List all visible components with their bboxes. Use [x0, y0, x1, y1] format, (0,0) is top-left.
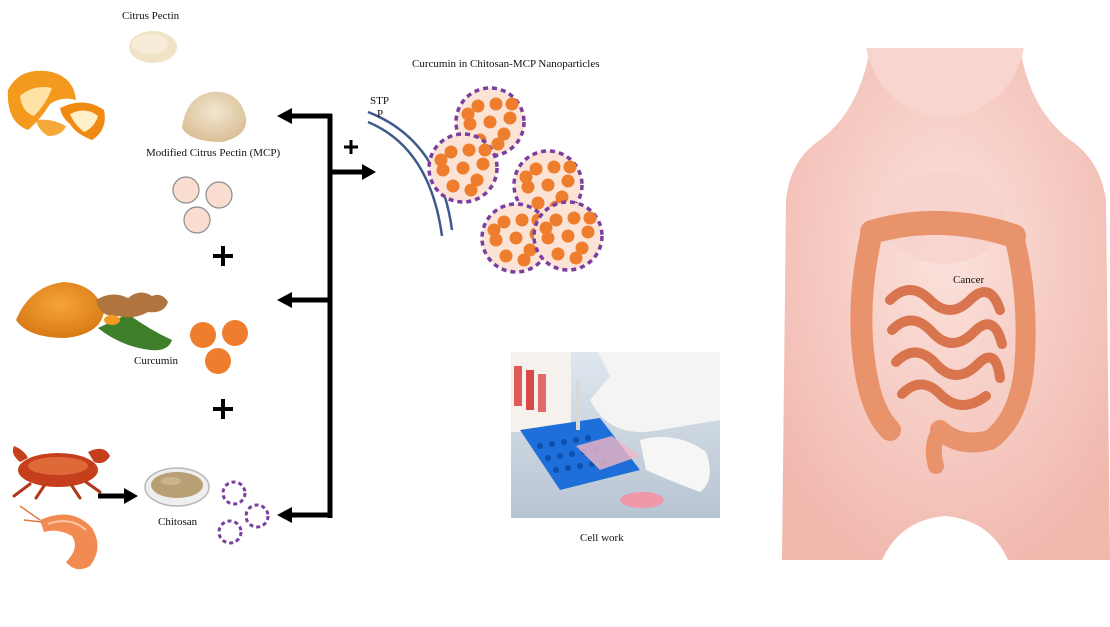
curcumin-dot	[539, 221, 553, 235]
curcumin-dot	[497, 215, 511, 229]
curcumin-dot	[489, 233, 503, 247]
label-stpp-line1: STP	[370, 95, 389, 107]
label-citrus-pectin: Citrus Pectin	[122, 10, 180, 22]
curcumin-dot	[497, 127, 511, 141]
label-stpp-line2: P	[377, 108, 384, 120]
curcumin-dot	[509, 231, 523, 245]
plus-signs	[213, 140, 358, 419]
curcumin-dot	[523, 243, 537, 257]
turmeric-icon	[16, 282, 172, 351]
curcumin-dot	[436, 163, 450, 177]
citrus-pectin-powder-icon	[129, 31, 177, 63]
curcumin-dot	[567, 211, 581, 225]
curcumin-dot	[561, 229, 575, 243]
curcumin-dot	[483, 115, 497, 129]
curcumin-dot	[575, 241, 589, 255]
mcp-beads	[172, 176, 233, 234]
label-cancer: Cancer	[953, 274, 985, 286]
curcumin-dot	[531, 196, 545, 210]
curcumin-dot	[499, 249, 513, 263]
curcumin-dot	[519, 170, 533, 184]
curcumin-dot	[547, 160, 561, 174]
curcumin-dot	[505, 97, 519, 111]
curcumin-dot	[569, 251, 583, 265]
curcumin-dot	[434, 153, 448, 167]
curcumin-dot	[446, 179, 460, 193]
curcumin-dot	[551, 247, 565, 261]
curcumin-dot	[515, 213, 529, 227]
curcumin-dot	[476, 157, 490, 171]
curcumin-beads	[190, 320, 248, 374]
curcumin-dot	[491, 137, 505, 151]
curcumin-dot	[464, 183, 478, 197]
curcumin-dot	[549, 213, 563, 227]
crab-icon	[12, 446, 110, 500]
human-body-illustration	[782, 48, 1110, 564]
curcumin-dot	[461, 107, 475, 121]
curcumin-dot	[489, 97, 503, 111]
curcumin-dot	[444, 145, 458, 159]
curcumin-dot	[503, 111, 517, 125]
orange-peel-icon	[7, 70, 105, 140]
chitosan-rings	[217, 480, 270, 545]
nanoparticles	[427, 86, 604, 274]
curcumin-dot	[478, 143, 492, 157]
curcumin-dot	[563, 160, 577, 174]
cell-work-photo	[511, 352, 720, 518]
label-chitosan: Chitosan	[158, 516, 198, 528]
curcumin-dot	[541, 231, 555, 245]
label-cell-work: Cell work	[580, 532, 624, 544]
label-curcumin: Curcumin	[134, 355, 178, 367]
curcumin-dot	[581, 225, 595, 239]
curcumin-dot	[517, 253, 531, 267]
chitosan-dish-icon	[144, 467, 210, 507]
label-modified-citrus-pectin: Modified Citrus Pectin (MCP)	[146, 147, 281, 159]
shrimp-icon	[19, 505, 98, 570]
label-nanoparticles: Curcumin in Chitosan-MCP Nanoparticles	[412, 58, 600, 70]
curcumin-dot	[487, 223, 501, 237]
bracket-arrows	[277, 108, 376, 523]
curcumin-dot	[462, 143, 476, 157]
curcumin-dot	[541, 178, 555, 192]
curcumin-dot	[583, 211, 597, 225]
curcumin-dot	[555, 190, 569, 204]
curcumin-dot	[456, 161, 470, 175]
curcumin-dot	[463, 117, 477, 131]
curcumin-dot	[470, 173, 484, 187]
arrow-to-chitosan	[98, 488, 138, 504]
curcumin-dot	[529, 162, 543, 176]
curcumin-dot	[471, 99, 485, 113]
curcumin-dot	[521, 180, 535, 194]
mcp-powder-icon	[182, 91, 247, 142]
stpp-lines	[367, 110, 454, 237]
curcumin-dot	[561, 174, 575, 188]
